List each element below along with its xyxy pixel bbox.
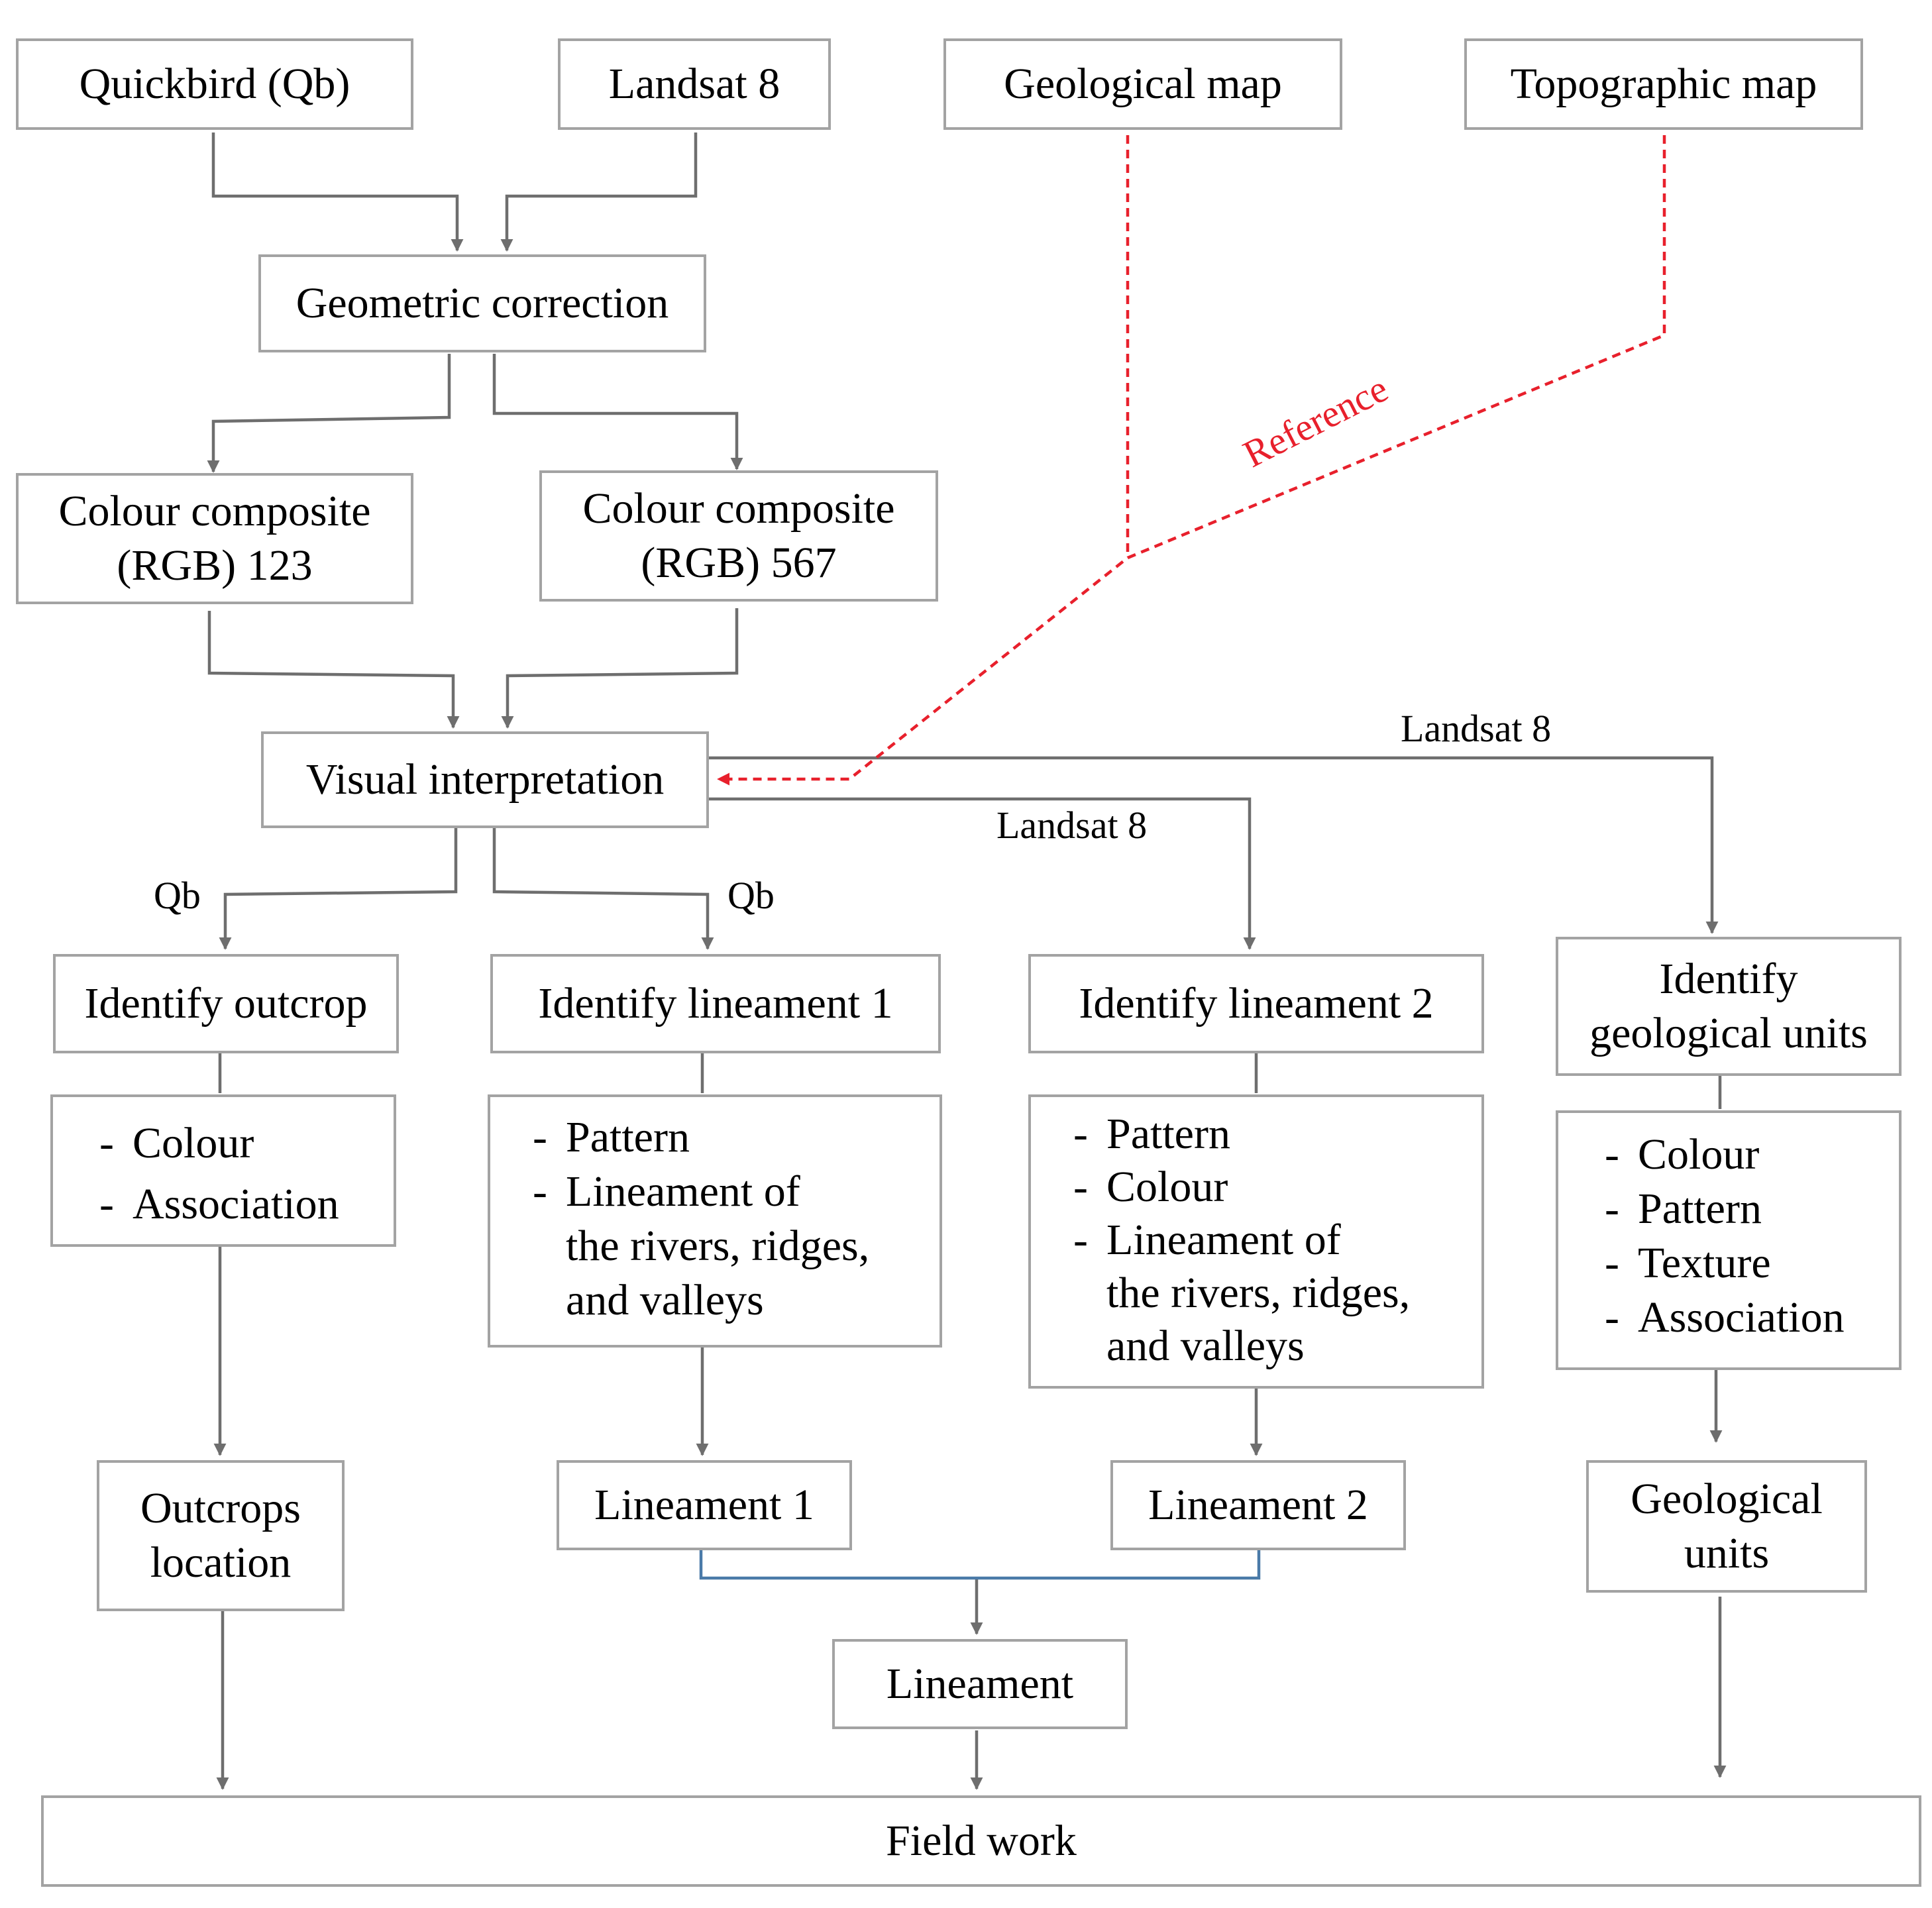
criterion-lineament: Lineament of	[1068, 1214, 1481, 1267]
edge-label-landsat-mid: Landsat 8	[996, 804, 1148, 847]
geological-units-line2: units	[1684, 1529, 1770, 1577]
topographic-map-box: Topographic map	[1464, 38, 1863, 130]
composite-123-line2: (RGB) 123	[117, 541, 313, 590]
arrow-quickbird-to-geometric	[211, 132, 464, 252]
criterion-lineament-cont2: and valleys	[1106, 1322, 1305, 1370]
criterion-colour: Colour	[1068, 1161, 1481, 1214]
criterion-colour: Colour	[94, 1113, 394, 1174]
quickbird-box: Quickbird (Qb)	[16, 38, 413, 130]
field-work-label: Field work	[886, 1816, 1077, 1865]
criterion-association: Association	[1599, 1291, 1899, 1345]
identify-geo-units-line1: Identify	[1659, 954, 1798, 1003]
visual-interpretation-box: Visual interpretation	[261, 731, 709, 828]
criterion-lineament-cont2: and valleys	[566, 1276, 764, 1324]
criterion-texture: Texture	[1599, 1236, 1899, 1291]
criterion-pattern: Pattern	[527, 1110, 939, 1165]
merge-bracket	[699, 1550, 1261, 1580]
lineament2-criteria-list: Pattern Colour Lineament of the rivers, …	[1068, 1108, 1481, 1373]
geological-units-box: Geological units	[1586, 1460, 1867, 1593]
arrow-visual-to-outcrop	[219, 828, 458, 950]
criterion-association: Association	[94, 1174, 394, 1235]
arrow-composite-123-to-visual	[207, 611, 460, 729]
arrow-visual-to-geo-units	[709, 756, 1719, 934]
criterion-colour: Colour	[1599, 1128, 1899, 1182]
lineament1-result-box: Lineament 1	[557, 1460, 852, 1550]
identify-outcrop-label: Identify outcrop	[84, 979, 368, 1028]
criterion-lineament-cont1: the rivers, ridges,	[1106, 1269, 1411, 1317]
criterion-lineament-cont1: the rivers, ridges,	[566, 1222, 870, 1270]
identify-outcrop-box: Identify outcrop	[53, 954, 399, 1053]
identify-geo-units-box: Identify geological units	[1556, 937, 1902, 1076]
lineament1-result-label: Lineament 1	[594, 1480, 814, 1529]
composite-123-line1: Colour composite	[58, 486, 371, 535]
outcrops-location-line2: location	[150, 1538, 292, 1587]
identify-lineament1-label: Identify lineament 1	[538, 979, 893, 1028]
edge-label-qb-right: Qb	[727, 874, 775, 917]
colour-composite-567-box: Colour composite (RGB) 567	[539, 470, 938, 602]
edge-label-qb-left: Qb	[154, 874, 201, 917]
topographic-map-label: Topographic map	[1510, 59, 1817, 108]
criterion-lineament: Lineament of	[527, 1165, 939, 1219]
landsat-box: Landsat 8	[558, 38, 831, 130]
arrow-visual-to-lineament1	[492, 828, 714, 950]
arrow-geometric-to-composite-567	[492, 354, 743, 470]
lineament2-criteria-box: Pattern Colour Lineament of the rivers, …	[1028, 1094, 1484, 1389]
edge-label-landsat-right: Landsat 8	[1401, 707, 1552, 750]
outcrop-criteria-list: Colour Association	[94, 1113, 394, 1235]
lineament1-criteria-box: Pattern Lineament of the rivers, ridges,…	[488, 1094, 942, 1348]
arrow-visual-to-lineament2	[709, 797, 1256, 950]
arrow-geometric-to-composite-123	[207, 354, 451, 473]
outcrops-location-box: Outcrops location	[97, 1460, 345, 1611]
geometric-correction-label: Geometric correction	[295, 278, 669, 327]
colour-composite-123-box: Colour composite (RGB) 123	[16, 473, 413, 604]
criterion-pattern: Pattern	[1599, 1182, 1899, 1236]
reference-line-topographic	[717, 135, 1666, 786]
lineament1-criteria-list: Pattern Lineament of the rivers, ridges,…	[527, 1110, 939, 1328]
lineament-box: Lineament	[832, 1639, 1128, 1729]
geological-units-line1: Geological	[1631, 1474, 1823, 1523]
arrow-composite-567-to-visual	[501, 608, 739, 729]
landsat-label: Landsat 8	[608, 59, 780, 108]
composite-567-line1: Colour composite	[582, 484, 895, 533]
geometric-correction-box: Geometric correction	[258, 254, 706, 352]
identify-lineament2-box: Identify lineament 2	[1028, 954, 1484, 1053]
quickbird-label: Quickbird (Qb)	[79, 59, 350, 108]
outcrop-criteria-box: Colour Association	[50, 1094, 396, 1247]
geological-map-box: Geological map	[943, 38, 1342, 130]
identify-geo-units-line2: geological units	[1589, 1009, 1868, 1057]
lineament2-result-box: Lineament 2	[1110, 1460, 1406, 1550]
arrow-landsat-to-geometric	[500, 132, 698, 252]
geological-map-label: Geological map	[1004, 59, 1282, 108]
identify-lineament2-label: Identify lineament 2	[1079, 979, 1434, 1028]
field-work-box: Field work	[41, 1795, 1921, 1887]
criterion-pattern: Pattern	[1068, 1108, 1481, 1161]
lineament-label: Lineament	[886, 1659, 1074, 1708]
geo-units-criteria-list: Colour Pattern Texture Association	[1599, 1128, 1899, 1345]
composite-567-line2: (RGB) 567	[641, 539, 837, 587]
lineament2-result-label: Lineament 2	[1148, 1480, 1368, 1529]
identify-lineament1-box: Identify lineament 1	[490, 954, 941, 1053]
outcrops-location-line1: Outcrops	[140, 1483, 301, 1532]
visual-interpretation-label: Visual interpretation	[305, 755, 665, 804]
geo-units-criteria-box: Colour Pattern Texture Association	[1556, 1110, 1902, 1370]
